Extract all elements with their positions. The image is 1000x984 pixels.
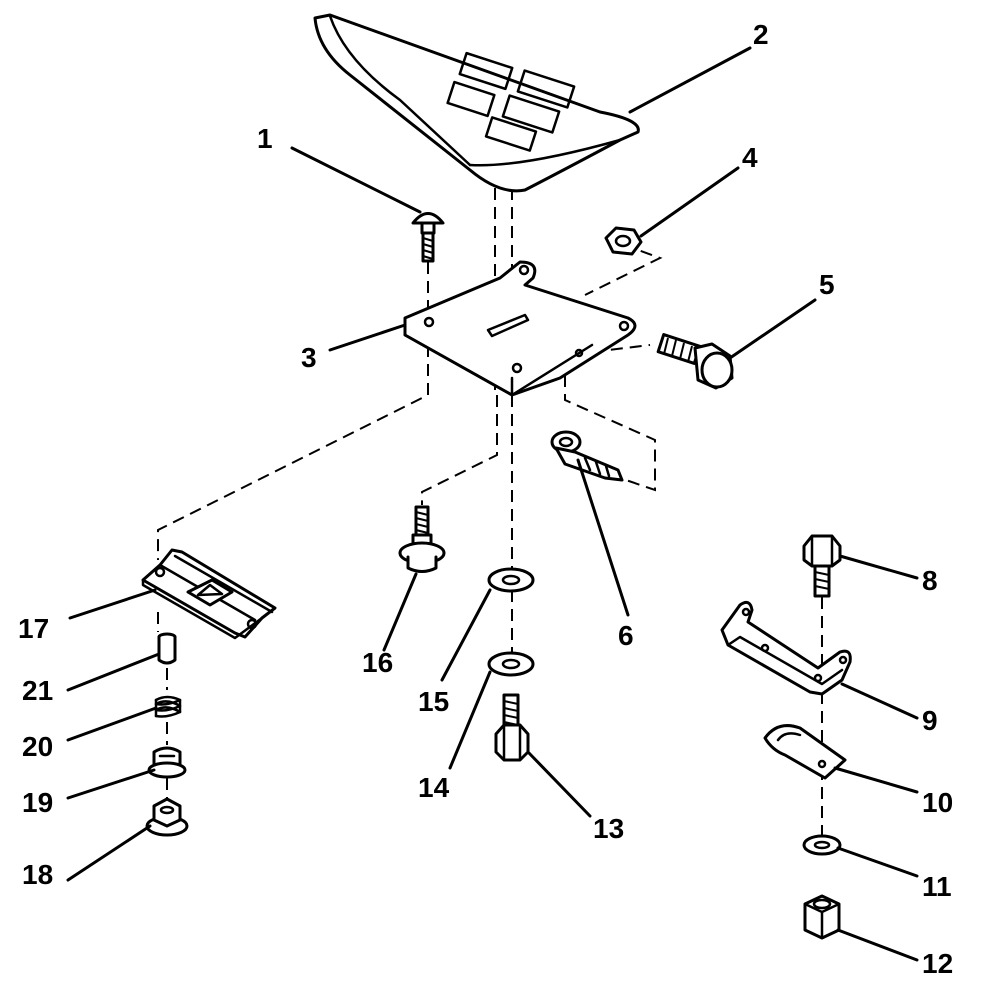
callout-labels: 1 2 3 4 5 6 8 9 10 11 12 13 14 15 16 17 …: [18, 19, 953, 979]
callout-21: 21: [22, 675, 53, 706]
washer-11-part: [802, 834, 842, 856]
callout-6: 6: [618, 620, 634, 651]
callout-8: 8: [922, 565, 938, 596]
hex-bolt-13-part: [494, 693, 530, 762]
bracket-part: [720, 600, 852, 696]
spring-plate-part: [763, 724, 847, 780]
callout-15: 15: [418, 686, 449, 717]
washer-14-part: [487, 651, 535, 677]
flange-nut-part: [145, 797, 189, 837]
callout-11: 11: [922, 871, 952, 902]
callout-18: 18: [22, 859, 53, 890]
callout-1: 1: [257, 123, 273, 154]
leader-lines: [66, 46, 919, 962]
callout-17: 17: [18, 613, 49, 644]
callout-13: 13: [593, 813, 624, 844]
callout-10: 10: [922, 787, 953, 818]
seat-part: [313, 13, 640, 193]
callout-14: 14: [418, 772, 450, 803]
pin-part: [157, 632, 177, 665]
nut-part: [604, 226, 643, 256]
carriage-bolt-part: [411, 212, 445, 263]
hex-bolt-8-part: [802, 534, 842, 598]
callout-9: 9: [922, 705, 938, 736]
callout-19: 19: [22, 787, 53, 818]
switch-clip-part: [550, 430, 624, 482]
slide-plate-part: [141, 548, 277, 640]
callout-16: 16: [362, 647, 393, 678]
callout-4: 4: [742, 142, 758, 173]
bushing-part: [147, 746, 187, 779]
callout-5: 5: [819, 269, 835, 300]
assembly-guide-lines: [157, 188, 823, 845]
washer-15-part: [487, 567, 535, 593]
callout-12: 12: [922, 948, 953, 979]
knob-bolt-part: [398, 505, 446, 573]
callout-2: 2: [753, 19, 769, 50]
shoulder-bolt-part: [656, 333, 734, 390]
lock-nut-part: [803, 894, 841, 940]
callout-20: 20: [22, 731, 53, 762]
seat-pan-part: [403, 260, 637, 397]
spring-part: [154, 695, 182, 718]
callout-3: 3: [301, 342, 317, 373]
